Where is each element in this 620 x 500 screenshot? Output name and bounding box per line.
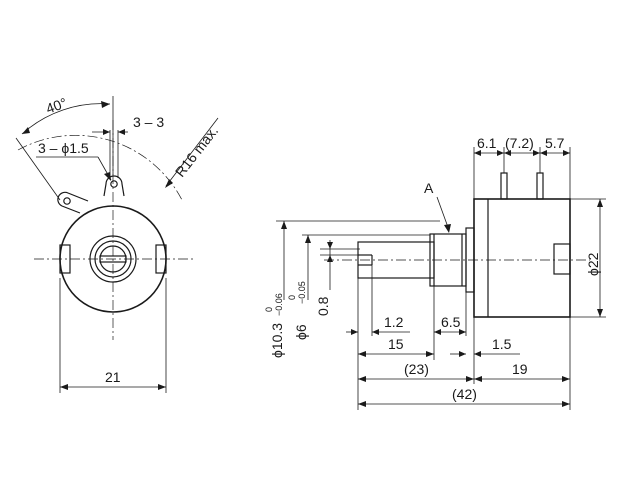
callout-a-label: A xyxy=(424,180,434,196)
dim-1-5-label: 1.5 xyxy=(492,336,512,352)
callout-a-leader xyxy=(436,196,450,231)
dim-15-arrow-right xyxy=(426,351,434,357)
angle-arrow-right xyxy=(101,101,110,108)
shaft-arrow xyxy=(305,235,311,243)
shaft-tol-lower: −0.05 xyxy=(297,281,307,304)
slot-arrow-bottom xyxy=(327,255,333,262)
bushing-arrow xyxy=(281,221,287,229)
slot-depth-label: 0.8 xyxy=(315,296,331,316)
front-view: 40° 3 – 3 3 – ϕ1.5 R16 max. 21 xyxy=(15,94,221,393)
dim-6-5-arrow-right xyxy=(459,329,466,335)
top-dim-2: (7.2) xyxy=(505,135,534,151)
width-arrow-right xyxy=(158,384,166,390)
dim-23-label: (23) xyxy=(404,361,429,377)
bushing-tol-lower: −0.06 xyxy=(274,293,284,316)
angle-ext-left xyxy=(15,137,61,201)
top-arrow-1 xyxy=(474,150,481,156)
spacing-arrow-left xyxy=(103,129,110,135)
dim-1-5-arrow-left xyxy=(459,351,466,357)
top-dim-3: 5.7 xyxy=(545,135,565,151)
width-label: 21 xyxy=(105,369,121,385)
radius-leader-arrow xyxy=(165,179,173,188)
dim-15-arrow-left xyxy=(358,351,366,357)
dim-19-arrow-left xyxy=(474,376,482,382)
radius-leader xyxy=(165,117,219,187)
dim-1-5-arrow-right xyxy=(474,351,481,357)
top-dim-1: 6.1 xyxy=(477,135,497,151)
top-arrow-4 xyxy=(533,150,540,156)
dim-42-label: (42) xyxy=(452,386,477,402)
height-label: ϕ22 xyxy=(585,252,601,276)
dim-1-2-arrow-right xyxy=(372,329,379,335)
dim-19-label: 19 xyxy=(512,361,528,377)
mounting-tab-top xyxy=(103,175,125,197)
angle-arc xyxy=(21,103,111,135)
mounting-hole-top xyxy=(110,180,118,188)
height-arrow-top xyxy=(597,199,603,207)
body-flat xyxy=(553,243,571,275)
mounting-hole-left xyxy=(63,197,71,205)
bushing-dia-label: ϕ10.3 xyxy=(269,323,285,358)
dim-23-arrow-left xyxy=(358,376,366,382)
radius-arc xyxy=(17,135,183,201)
slot-arrow-top xyxy=(327,242,333,249)
callout-a-arrow xyxy=(444,224,451,233)
top-arrow-2 xyxy=(497,150,504,156)
top-arrow-6 xyxy=(563,150,570,156)
bushing-tol-upper: 0 xyxy=(264,307,274,312)
dim-1-2-label: 1.2 xyxy=(384,314,404,330)
dim-19-arrow-right xyxy=(562,376,570,382)
spacing-label: 3 – 3 xyxy=(133,114,164,130)
dim-42-arrow-right xyxy=(562,401,570,407)
dim-1-2-arrow-left xyxy=(351,329,358,335)
dim-23-arrow-right xyxy=(466,376,474,382)
angle-arrow-left xyxy=(22,127,30,134)
terminal-2 xyxy=(536,172,544,200)
angle-label: 40° xyxy=(44,94,69,116)
dim-6-5-label: 6.5 xyxy=(441,314,461,330)
dim-15-label: 15 xyxy=(388,336,404,352)
top-arrow-5 xyxy=(540,150,547,156)
hole-leader-arrow xyxy=(104,172,111,181)
dim-42-arrow-left xyxy=(358,401,366,407)
spacing-arrow-right xyxy=(118,129,125,135)
dim-6-5-arrow-left xyxy=(434,329,441,335)
mounting-tab-left xyxy=(57,191,89,214)
height-arrow-bottom xyxy=(597,309,603,317)
top-arrow-3 xyxy=(504,150,511,156)
width-arrow-left xyxy=(60,384,68,390)
shaft-tol-upper: 0 xyxy=(287,295,297,300)
shaft-dia-label: ϕ6 xyxy=(293,324,309,340)
radius-label: R16 max. xyxy=(172,123,221,180)
hole-label: 3 – ϕ1.5 xyxy=(38,140,89,156)
side-view: A 6.1 (7.2) 5.7 ϕ22 ϕ10.3 0 −0.06 xyxy=(264,135,606,410)
terminal-1 xyxy=(500,172,508,200)
